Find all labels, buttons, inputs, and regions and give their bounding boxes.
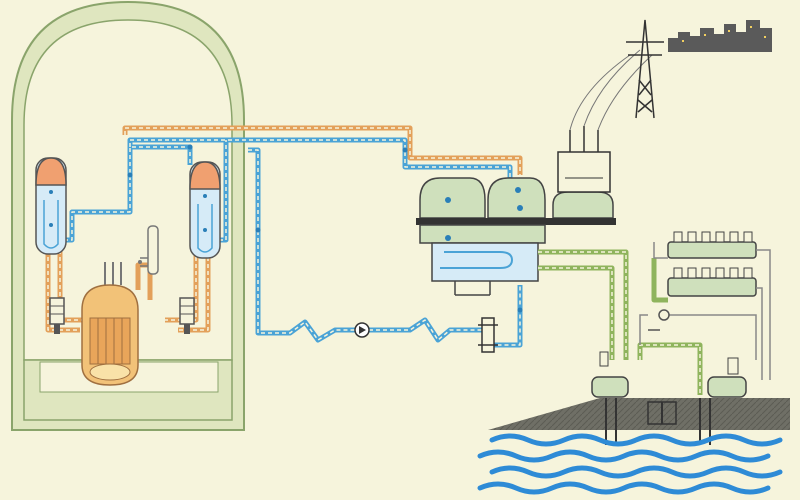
pressurizer [138,225,159,275]
transformer [557,126,611,193]
generator [552,191,614,219]
steam-generator-right [189,161,221,259]
steam-generator-left [35,157,67,255]
cooling-pump [591,351,747,398]
condenser [431,242,539,296]
feedwater-pump [354,322,370,338]
preheater-lines [639,242,771,380]
city-windows [682,26,766,42]
flow-markers [127,144,523,313]
preheater-valve [658,309,670,321]
river-water [477,433,783,495]
transmission-tower [626,19,664,119]
preheaters [667,231,757,297]
ground [488,398,790,430]
intake-structure [605,398,711,445]
primary-pump-left [49,297,65,334]
power-lines [569,49,653,131]
cooling-loop [538,249,703,395]
turbine [419,177,546,219]
primary-loop [45,125,523,333]
turbine-casing [419,224,546,244]
turbine-shaft [416,218,616,225]
reactor-vessel [81,262,139,386]
primary-pump-right [179,297,195,334]
valve [478,317,498,353]
